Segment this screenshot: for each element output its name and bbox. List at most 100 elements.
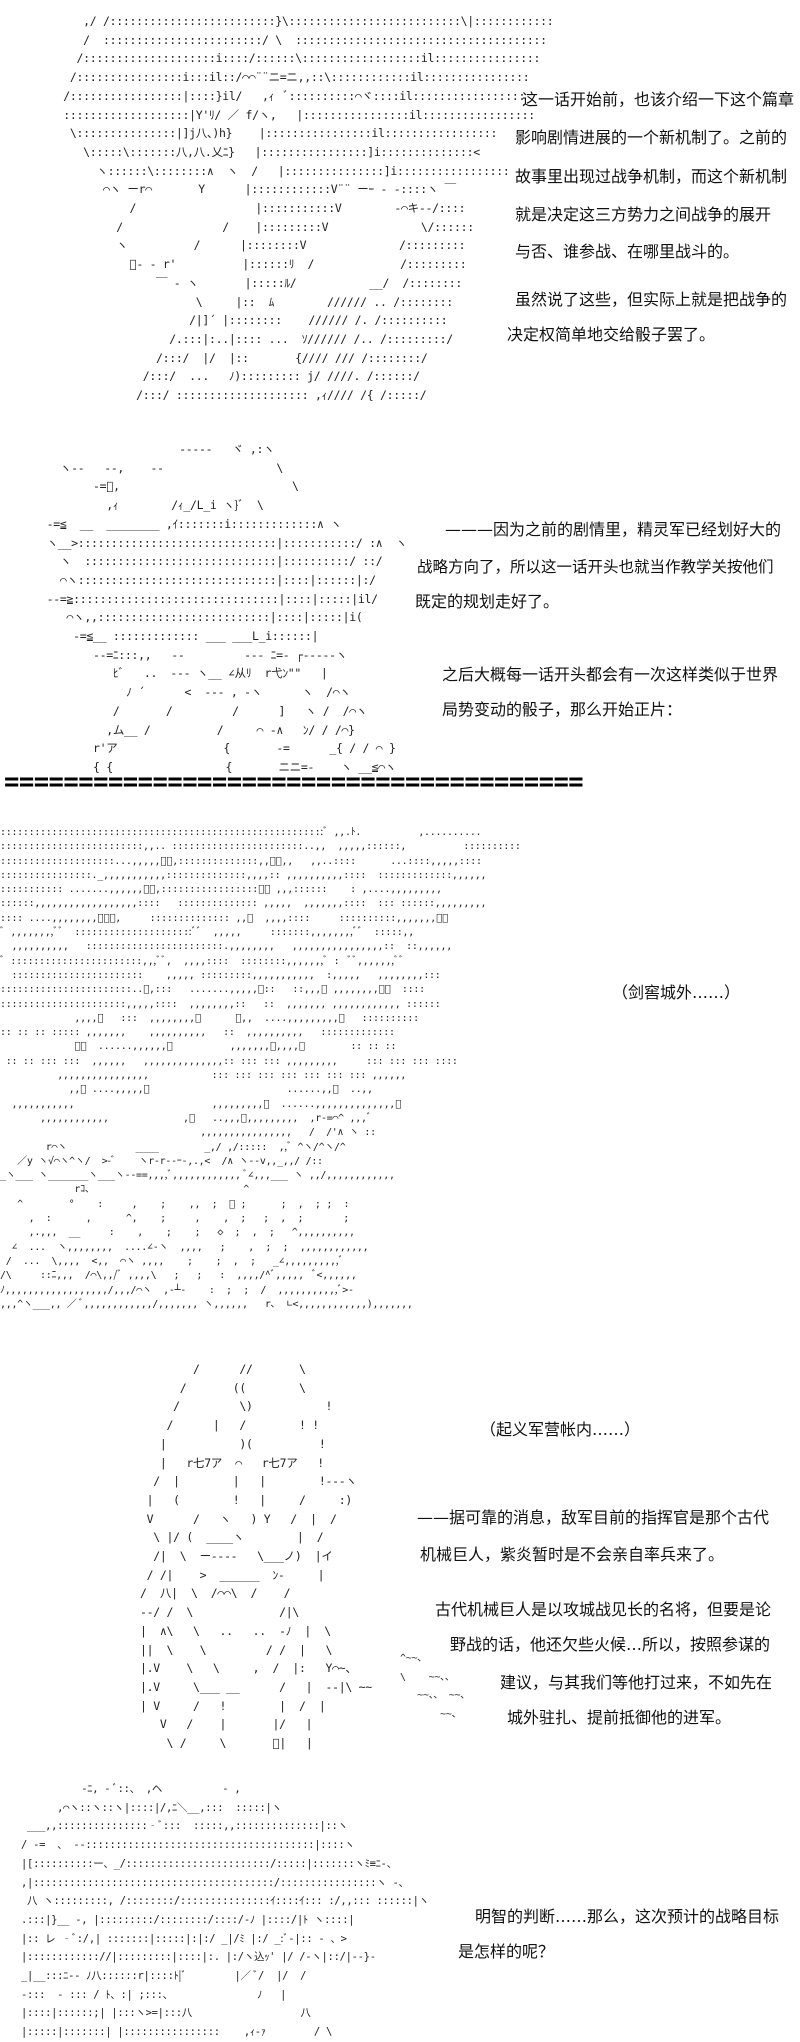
ascii-art-line: :::: ....,,,,,,,,ﾞﾞﾞ, :::::::::::::: ,,ﾞ…: [0, 912, 449, 924]
ascii-art-landscape: ::::::::::::::::::::::::::::::::::::::::…: [0, 826, 521, 1312]
ascii-art-line: ~~、、 ~~、: [400, 1690, 470, 1702]
ascii-art-line: | ∧\ \ .. .. ‐ﾉ | \: [140, 1623, 331, 1638]
ascii-art-line: .:::|}__ ‐, |:::::::::/::::::::/::::/‐ﾉ …: [15, 1913, 355, 1926]
ascii-art-line: / | | | !‐‐‐ヽ: [140, 1474, 357, 1489]
narration-line: ———因为之前的剧情里，精灵军已经划好大的: [445, 520, 782, 539]
ascii-art-line: | ( ! | / :): [140, 1492, 353, 1507]
ascii-art-line: /\ ::ﾆ,,, /⌒\,,/ﾞ ,,,,\ ; ; : ,,,,/^ﾞ,,,…: [0, 1270, 357, 1282]
ascii-art-figure-cloak: ,/ /:::::::::::::::::::::::::}\:::::::::…: [50, 12, 553, 405]
ascii-art-line: _|__:::ﾆ‐‐ ﾉ八::::::r|::::ﾄ|ﾞ |／ ﾞ/ |/ /: [15, 1970, 307, 1983]
ascii-art-character-shouting: ‐‐‐‐‐ ヾ ,:ヽ ヽ‐‐ ‐‐, ‐‐ \ ‐=ﾞ, \ ,ｨ /ｨ_/L…: [40, 440, 408, 777]
narration-line: 局势变动的骰子，那么开始正片：: [442, 700, 683, 719]
ascii-art-line: :::::::::::::::::::::::::,,.. ::::::::::…: [0, 841, 521, 853]
ascii-art-line: ﾉ ´ < ‐‐‐ , ‐ヽ ヽ /⌒ヽ: [40, 685, 351, 700]
ascii-art-line: \ |:: ﾑ ////// .. /::::::::: [50, 294, 453, 309]
scene-caption: （剑窖城外……）: [612, 983, 741, 1002]
ascii-art-line: ,,,,,,,,,,,,,,,, / /'∧ ヽ ::: [0, 1127, 376, 1139]
ascii-art-line: | r七7ア ⌒ r七7ア !: [140, 1455, 331, 1470]
ascii-art-line: :::::::::::::::::::|Y'ﾘ/ ／ f/ヽ, |:::::::…: [50, 107, 535, 122]
ascii-art-line: ﾞﾞ ......,,,,,,ﾞ ,,,,,,,ﾞ,,,,ﾞ :: :: ::: [0, 1041, 397, 1053]
ascii-art-line: / ‐= 、 ‐‐:::::::::::::::::::::::::::::::…: [15, 1839, 355, 1852]
ascii-art-line: ,,ﾞ ....,,,,,ﾞ ......,,ﾞ ..,,: [0, 1084, 373, 1096]
ascii-art-line: ,,,^ヽ___,, ／ ﾞ,,,,,,,,,,,,/,,,,,,, ヽ,,,,…: [0, 1298, 413, 1310]
narration-line: 决定权简单地交给骰子罢了。: [507, 325, 716, 344]
ascii-art-line: ___,,:::::::::::::::‐ﾞ::: :::::,,:::::::…: [15, 1820, 348, 1833]
ascii-art-line: ::::::::::::::::::::::: ,,,,, :::::::::,…: [0, 969, 441, 981]
ascii-art-line: ヽ / |::::::::V /:::::::::: [50, 238, 466, 253]
narration-line: 这一话开始前，也该介绍一下这个篇章: [522, 90, 795, 109]
ascii-art-line: ﾋﾞ .. ‐‐‐ ヽ__ ∠从ﾘ r弋ﾝ"" |: [40, 666, 328, 681]
ascii-art-line: |[::::::::::ー、_/::::::::::::::::::::::::…: [15, 1857, 397, 1870]
ascii-art-line: /.:::|:..|:::: ... ｿ////// /.. /::::::::…: [50, 331, 453, 346]
ascii-art-line: ‐=≦ __ ________ ,ｲ:::::::i:::::::::::::∧…: [40, 516, 342, 531]
ascii-art-line: ‐‐=ﾆ:::,, ‐‐ ‐‐‐ ﾆ=‐ ┌‐‐‐‐‐ヽ: [40, 647, 347, 662]
ascii-art-line: ‐=ﾞ, \: [40, 479, 299, 494]
ascii-art-line: , : , ^, ; , , ; ; , ; ;: [0, 1213, 350, 1225]
ascii-art-line: | )( !: [140, 1436, 326, 1451]
ascii-art-line: /:::::::::::::::::|::::}il/ ,ｨ ﾞ::::::::…: [50, 88, 526, 103]
ascii-art-line: ヽ::::::\::::::::∧ ヽ / |:::::::::::::::]i…: [50, 163, 510, 178]
ascii-art-line: /:::/ |/ |:: {//// /// /::::::::/: [50, 350, 428, 365]
dialogue-line: 野战的话，他还欠些火候…所以，按照参谋的: [450, 1635, 771, 1654]
ascii-art-line: / / / ] ヽ / /⌒ヽ: [40, 703, 368, 718]
ascii-art-line: :: :: ::: ::: ,,,,,, ,,,,,,,,,,,,,,:: ::…: [0, 1055, 458, 1067]
ascii-art-line: |.V \___ __ / | ‐‐|\ ~~: [140, 1679, 372, 1694]
ascii-art-line: ヽ‐‐ ‐‐, ‐‐ \: [40, 460, 284, 475]
ascii-art-line: |:: レ ‐ﾞ:/,| :::::::|:::::|:|:/ _|/ﾐ |:/…: [15, 1932, 347, 1945]
ascii-art-line: ,/ /:::::::::::::::::::::::::}\:::::::::…: [50, 14, 554, 28]
ascii-art-castle-camp: ‐ﾆ, ‐ ﾞ::、 ,ヘ ‐ , ,⌒ヽ::ヽ::ヽ|::::|/,ﾆ＼__,…: [15, 1780, 429, 2042]
narration-line: 之后大概每一话开头都会有一次这样类似于世界: [442, 665, 779, 684]
ascii-art-line: ::::::,,,,,,,,,,,,,,,,,,:::: :::::::::::…: [0, 898, 487, 910]
ascii-art-line: /|]´ |:::::::: ////// /. /::::::::::: [50, 313, 448, 328]
ascii-art-line: ,|::::::::::::::::::::::::::::::::::::::…: [15, 1876, 409, 1889]
ascii-art-line: \:::::\:::::::八,八.乂ﾆ} |::::::::::::::::]…: [50, 144, 480, 159]
ascii-art-line: 八 ヽ:::::::::, /::::::::/:::::::::::::::ｲ…: [15, 1895, 429, 1908]
ascii-art-line: ‐‐=≧:::::::::::::::::::::::::::::::|::::…: [40, 591, 379, 606]
ascii-art-line: |::::|::::::;| |:::ヽ>=|:::八 八: [15, 2007, 311, 2020]
ascii-art-line: ﾞ :::::::::::::::::::::::,,,ﾞﾞ, ,,,,::::…: [0, 955, 404, 967]
ascii-art-line: ￣ ‐ ヽ |:::::ﾙ/ __/ /::::::::: [50, 275, 463, 290]
ascii-art-line: /:::/ :::::::::::::::::::: ,ｨ//// /{ /::…: [50, 388, 427, 403]
ascii-art-line: ,,,,ﾞ ::: ,,,,,,,,ﾞ ﾞ,, ....,,,,,,,,,ﾞ :…: [0, 1012, 419, 1024]
ascii-art-line: ::::::::::::::::::::::::::::::::::::::::…: [0, 827, 482, 838]
ascii-art-line: ‐=≦__ ::::::::::::: ___ ___L_i::::::|: [40, 629, 319, 644]
ascii-art-line: ,.,,, __ : , ; ; ◇ ; , ; ^,,,,,,,,,,: [0, 1227, 355, 1239]
ascii-art-line: |:::::::::::://|:::::::::|::::|:. |:/ヽ込ｯ…: [15, 1951, 376, 1964]
dialogue-line: 明智的判断……那么，这次预计的战略目标: [475, 1907, 780, 1926]
ascii-art-line: / (( \: [140, 1380, 306, 1395]
narration-line: 与否、谁参战、在哪里战斗的。: [515, 242, 740, 261]
ascii-art-line: / | / ! !: [140, 1418, 319, 1433]
ascii-art-line: r⌒ヽ ____ _,/ ,/::::: ,,ﾞ ^ヽ/^ヽ/^: [0, 1141, 346, 1153]
ascii-art-line: ,,,,,,,,,, ::::::::::::::::::::::::.,,,,…: [0, 941, 452, 953]
ascii-art-line: / // \: [140, 1362, 306, 1376]
section-divider: =======================================: [4, 767, 584, 797]
narration-line: 影响剧情进展的一个新机制了。之前的: [515, 128, 788, 147]
ascii-art-line: / /| > ______ ﾝ‐ |: [140, 1567, 325, 1582]
ascii-art-line: ‐ﾆ, ‐ ﾞ::、 ,ヘ ‐ ,: [15, 1783, 241, 1795]
ascii-art-line: ::::::::::: .......,,,,,,ﾞﾞ,::::::::::::…: [0, 884, 442, 896]
ascii-art-character-face: / // \ / (( \ / \) ! / | / ! ! | )( ! | …: [140, 1360, 372, 1753]
ascii-art-line: ,ｨ /ｨ_/L_i ヽ}ﾞ \: [40, 498, 264, 513]
dialogue-line: 城外驻扎、提前抵御他的进军。: [507, 1708, 732, 1727]
ascii-art-line: |:::::|:::::::| |:::::::::::::::: ,ｨ‐ｧ /…: [15, 2026, 332, 2039]
ascii-art-line: ::::::::::::::::::::...,,,,,ﾞﾞ,:::::::::…: [0, 855, 482, 867]
ascii-art-line: ,,,,,,,,,,,, ,ﾞ ..,,,ﾞ,,,,,,,,, ,r-=⌒^ ,…: [0, 1112, 372, 1124]
ascii-art-line: ,,,,,,,,,,,,,,,, ::: ::: ::: ::: ::: :::…: [0, 1070, 407, 1082]
ascii-art-line: ,⌒ヽ::ヽ::ヽ|::::|/,ﾆ＼__,::: :::::|ヽ: [15, 1801, 282, 1814]
ascii-art-line: ヽ :::::::::::::::::::::::::::::|::::::::…: [40, 554, 383, 569]
ascii-art-line: :::::::::::::::::::::::..ﾞ,::: .......,,…: [0, 984, 425, 996]
ascii-art-line: | V / ! | / |: [140, 1698, 326, 1713]
ascii-art-line: ::::::::::::::::._,,,,,,,,,,,:::::::::::…: [0, 869, 487, 881]
ascii-art-line: rｺ、 ^: [0, 1184, 249, 1196]
ascii-art-line: \ ~~、、: [400, 1671, 455, 1683]
ascii-art-line: ::::::::::::::::::::::,,,,,:::: ,,,,,,,,…: [0, 998, 441, 1010]
ascii-art-line: /:::/ ... ﾉ)::::::::: j/ ////. /::::::/: [50, 369, 420, 384]
ascii-art-line: \ / \ ﾞ| |: [140, 1736, 313, 1751]
ascii-art-line: ,,,,,,,,,,, ,,,,,,,,,ﾞ ......,,,,,,,,,,,…: [0, 1098, 402, 1110]
ascii-art-line: ／y ヽ√⌒ヽ^ヽ/ >-ﾞ ヽr-r--ｰ-,.,< /∧ ヽ--v,,_,,…: [0, 1155, 323, 1167]
ascii-art-line: / |:::::::::::V ‐⌒キ‐‐/::::: [50, 201, 466, 216]
narration-line: 战略方向了，所以这一话开头也就当作教学关按他们: [417, 558, 774, 576]
ascii-art-line: ~~、: [400, 1709, 462, 1721]
ascii-art-line: / ::::::::::::::::::::::::/ \ ::::::::::…: [50, 32, 547, 47]
ascii-art-line: ⌒ヽ,,::::::::::::::::::::::::::|::::|::::…: [40, 610, 363, 625]
